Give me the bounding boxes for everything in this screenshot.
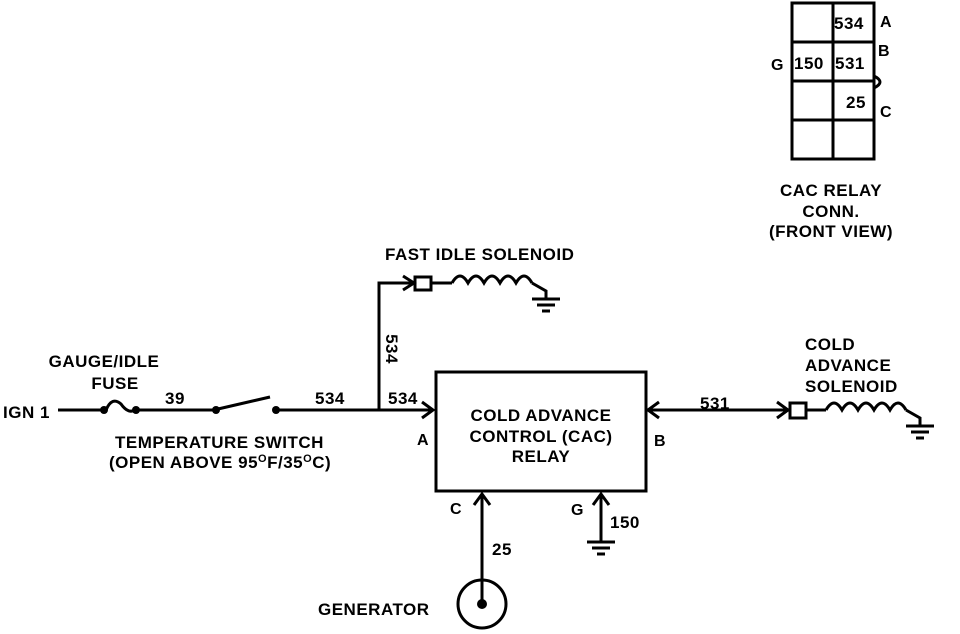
connector-cell-534: 534 <box>834 14 864 33</box>
connector-grid <box>790 1 882 161</box>
generator-circuit <box>456 491 508 630</box>
gauge-idle-fuse-label-line2: FUSE <box>91 374 138 393</box>
ground-150-circuit <box>587 491 615 556</box>
connector-caption-line1: CAC RELAY <box>780 181 882 200</box>
connector-caption-line2: CONN. <box>802 202 859 221</box>
temp-f-unit: F/35 <box>267 453 303 472</box>
ign-label: IGN 1 <box>3 403 50 422</box>
temperature-switch-note: (OPEN ABOVE 95OF/35OC) <box>109 453 331 472</box>
relay-label-line2: CONTROL (CAC) <box>469 427 612 446</box>
temp-c-unit: C) <box>312 453 331 472</box>
temp-c-degree: O <box>303 453 312 465</box>
connector-pin-b: B <box>878 43 890 60</box>
wire-534-label: 534 <box>315 389 345 408</box>
connector-cell-150: 150 <box>794 54 824 73</box>
relay-pin-c: C <box>450 501 462 518</box>
relay-pin-a: A <box>417 432 429 449</box>
cold-advance-solenoid-label-line2: ADVANCE <box>805 356 891 375</box>
cold-advance-solenoid-label-line3: SOLENOID <box>805 377 898 396</box>
connector-caption-line3: (FRONT VIEW) <box>769 222 893 241</box>
temp-note-prefix: (OPEN ABOVE 95 <box>109 453 258 472</box>
gauge-idle-fuse-label-line1: GAUGE/IDLE <box>49 352 160 371</box>
relay-label-line3: RELAY <box>512 447 571 466</box>
wire-534-vertical-label: 534 <box>382 334 401 364</box>
connector-pin-a: A <box>880 14 892 31</box>
cold-advance-solenoid-label-line1: COLD <box>805 335 855 354</box>
connector-cell-25: 25 <box>846 93 866 112</box>
relay-pin-b: B <box>654 433 666 450</box>
connector-pin-c: C <box>880 104 892 121</box>
fast-idle-solenoid-label: FAST IDLE SOLENOID <box>385 245 574 264</box>
temp-f-degree: O <box>258 453 267 465</box>
relay-label-line1: COLD ADVANCE <box>470 406 611 425</box>
cold-advance-solenoid-circuit <box>645 400 934 440</box>
connector-pin-g: G <box>771 57 784 74</box>
generator-label: GENERATOR <box>318 600 430 619</box>
connector-cell-531: 531 <box>835 54 865 73</box>
wire-150-label: 150 <box>610 513 640 532</box>
temperature-switch-label: TEMPERATURE SWITCH <box>115 433 324 452</box>
fast-idle-solenoid <box>377 274 560 410</box>
wire-534-relay-label: 534 <box>388 389 418 408</box>
main-wire <box>58 395 436 420</box>
wire-nodes <box>100 406 280 414</box>
cac-relay-box <box>434 370 648 493</box>
wire-25-label: 25 <box>492 540 512 559</box>
relay-pin-g: G <box>571 502 584 519</box>
wire-39-label: 39 <box>165 389 185 408</box>
generator-center-dot <box>477 599 487 609</box>
wire-531-label: 531 <box>700 394 730 413</box>
